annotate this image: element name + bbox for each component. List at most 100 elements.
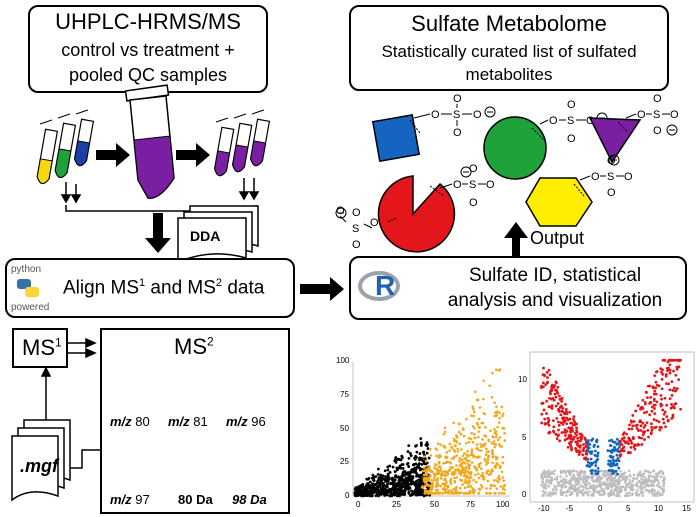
scatter-point [446, 491, 449, 494]
scatter-point [422, 451, 425, 454]
scatter-point [471, 487, 475, 490]
scatter-point [502, 485, 505, 488]
volcano-point [643, 400, 647, 404]
volcano-point [557, 428, 560, 432]
volcano-point [655, 383, 659, 387]
volcano-point [592, 483, 595, 487]
volcano-point [642, 472, 646, 475]
volcano-point [620, 443, 624, 446]
volcano-point [670, 358, 674, 362]
volcano-point [654, 386, 658, 390]
scatter-point [386, 468, 390, 472]
scatter-point [450, 466, 454, 469]
volcano-point [646, 396, 649, 399]
scatter-point [493, 445, 497, 449]
volcano-point [638, 473, 642, 476]
volcano-point [615, 437, 619, 441]
scatter-point [453, 439, 456, 443]
volcano-point [543, 374, 547, 378]
scatter-point [390, 492, 394, 496]
scatter-point [442, 482, 445, 485]
volcano-point [627, 494, 631, 497]
volcano-point [661, 417, 665, 421]
scatter-point [354, 486, 358, 490]
scatter-point [448, 442, 452, 446]
volcano-point [541, 381, 545, 385]
volcano-point [614, 463, 617, 467]
scatter-point [493, 427, 496, 431]
volcano-point [568, 417, 572, 421]
scatter-point [461, 454, 465, 458]
volcano-point [575, 487, 578, 491]
scatter-point [394, 484, 398, 487]
volcano-point [587, 490, 591, 494]
scatter-point [400, 489, 404, 493]
scatter-point [481, 471, 484, 475]
volcano-point [555, 475, 559, 478]
svg-text:O: O [591, 171, 600, 183]
scatter-point [388, 464, 392, 468]
scatter-point [496, 456, 499, 460]
scatter-point [473, 473, 477, 477]
volcano-point [642, 480, 646, 484]
uhplc-title: UHPLC-HRMS/MS [55, 9, 241, 34]
volcano-point [548, 475, 551, 479]
scatter-point [498, 416, 501, 420]
svg-text:S: S [567, 115, 574, 127]
scatter-point [463, 486, 467, 489]
volcano-point [550, 389, 554, 393]
svg-text:O: O [453, 179, 462, 191]
volcano-point [624, 488, 627, 492]
volcano-point [633, 477, 636, 481]
svg-text:O: O [469, 163, 478, 175]
scatter-point [490, 396, 494, 399]
volcano-point [593, 449, 597, 453]
ms2-box: MS2 m/z 80 m/z 81 m/z 96 m/z 97 80 Da 98… [100, 328, 290, 514]
volcano-point [572, 435, 576, 439]
scatter-point [395, 494, 399, 498]
ms1-box: MS1 [12, 328, 68, 368]
volcano-point [663, 358, 667, 362]
volcano-point [653, 403, 657, 407]
volcano-point [556, 420, 560, 424]
volcano-point [564, 407, 568, 411]
svg-text:O: O [607, 187, 616, 199]
scatter-point [380, 479, 384, 483]
volcano-point [568, 442, 572, 446]
volcano-point [552, 488, 555, 491]
volcano-point [577, 491, 581, 494]
scatter-point [489, 470, 493, 474]
scatter-point [499, 485, 503, 488]
volcano-point [544, 483, 547, 487]
sulfate-metabolome-line2: Statistically curated list of sulfated [381, 42, 637, 61]
scatter-point [471, 405, 474, 409]
scatter-point [436, 468, 439, 471]
volcano-point [591, 492, 595, 496]
scatter-point [498, 411, 501, 415]
scatter-point [502, 427, 506, 430]
volcano-point [540, 421, 544, 425]
volcano-point [576, 439, 580, 443]
scatter-point [493, 401, 496, 405]
volcano-point [622, 431, 626, 435]
scatter-point [428, 489, 431, 493]
volcano-point [611, 458, 615, 462]
scatter-point [385, 485, 389, 489]
volcano-point [608, 491, 611, 495]
sulfate-metabolome-title: Sulfate Metabolome [411, 11, 607, 36]
scatter-point [456, 447, 459, 451]
scatter-point [488, 384, 491, 387]
scatter-point [395, 475, 399, 479]
volcano-point [630, 484, 633, 488]
scatter-point [449, 482, 453, 485]
volcano-point [561, 407, 565, 410]
volcano-point [607, 473, 611, 477]
volcano-point [582, 446, 586, 450]
scatter-point [482, 442, 486, 446]
volcano-point [623, 477, 626, 481]
scatter-point [430, 478, 433, 482]
scatter-point [448, 449, 451, 452]
scatter-point [465, 492, 469, 495]
volcano-point [660, 377, 664, 381]
scatter-point [439, 476, 443, 480]
